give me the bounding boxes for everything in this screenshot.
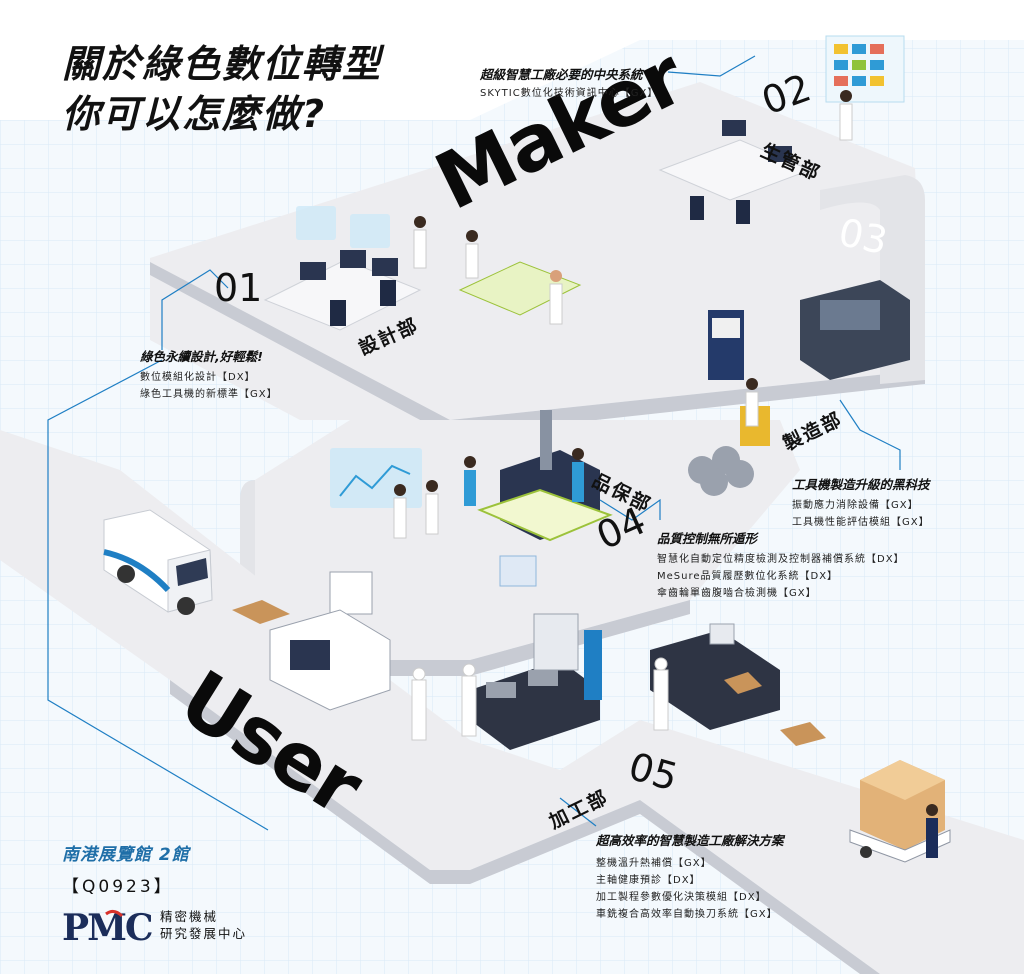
exhibition-hall: 南港展覽館 2館 (62, 845, 190, 865)
section-04-info: 品質控制無所遁形 智慧化自動定位精度檢測及控制器補償系統【DX】 MeSure品… (657, 528, 905, 602)
production-workstations (658, 35, 905, 224)
section-item: 振動應力消除設備【GX】 (792, 500, 919, 511)
pmc-logo: PMC 精密機械 研究發展中心 (62, 906, 272, 946)
leader-line-main (47, 359, 269, 831)
cargo-cart (849, 760, 951, 863)
section-03-info: 工具機製造升級的黑科技 振動應力消除設備【GX】 工具機性能評估模組【GX】 (792, 474, 930, 531)
processing-machines (232, 600, 826, 750)
leader-line-03 (839, 399, 901, 470)
booth-number: 【Q0923】 (62, 877, 174, 897)
section-item: 加工製程參數優化決策模組【DX】 (596, 892, 767, 903)
section-item: 綠色工具機的新標準【GX】 (140, 389, 278, 400)
section-01-info: 綠色永續設計,好輕鬆! 數位模組化設計【DX】 綠色工具機的新標準【GX】 (140, 346, 278, 403)
design-workstations (263, 206, 582, 331)
leader-line-04 (599, 498, 661, 521)
section-heading: 工具機製造升級的黑科技 (792, 477, 930, 492)
section-heading: 超高效率的智慧製造工廠解決方案 (596, 833, 784, 848)
section-item: 智慧化自動定位精度檢測及控制器補償系統【DX】 (657, 554, 905, 565)
section-item: 工具機性能評估模組【GX】 (792, 517, 930, 528)
user-road (0, 430, 1024, 974)
section-item: 數位模組化設計【DX】 (140, 372, 256, 383)
section-heading: 綠色永續設計,好輕鬆! (140, 349, 263, 364)
section-item: SKYTIC數位化技術資訊中心【GX】 (480, 88, 659, 99)
section-item: 車銑複合高效率自動換刀系統【GX】 (596, 909, 778, 920)
quality-equipment (329, 410, 613, 615)
section-05-info: 超高效率的智慧製造工廠解決方案 整機溫升熱補償【GX】 主軸健康預診【DX】 加… (596, 830, 784, 923)
title-line-2: 你可以怎麼做? (62, 92, 327, 136)
section-heading: 超級智慧工廠必要的中央系統 (480, 67, 643, 82)
leader-line-01 (161, 269, 229, 350)
org-name-line-1: 精密機械 (160, 909, 219, 924)
pmc-logo-mark: PMC (62, 907, 154, 946)
section-heading: 品質控制無所遁形 (657, 531, 758, 546)
section-item: 整機溫升熱補償【GX】 (596, 858, 712, 869)
section-item: MeSure品質履歷數位化系統【DX】 (657, 571, 839, 582)
manufacturing-machines (688, 280, 910, 496)
delivery-van (103, 509, 213, 615)
section-item: 主軸健康預診【DX】 (596, 875, 701, 886)
org-name-line-2: 研究發展中心 (160, 926, 248, 941)
section-number-01: 01 (214, 266, 263, 310)
section-item: 傘齒輪單齒腹嚙合檢測機【GX】 (657, 588, 817, 599)
section-02-info: 超級智慧工廠必要的中央系統 SKYTIC數位化技術資訊中心【GX】 (480, 64, 658, 102)
title-line-1: 關於綠色數位轉型 (62, 42, 383, 86)
leader-line-02 (667, 55, 756, 77)
leader-line-05 (559, 797, 597, 827)
